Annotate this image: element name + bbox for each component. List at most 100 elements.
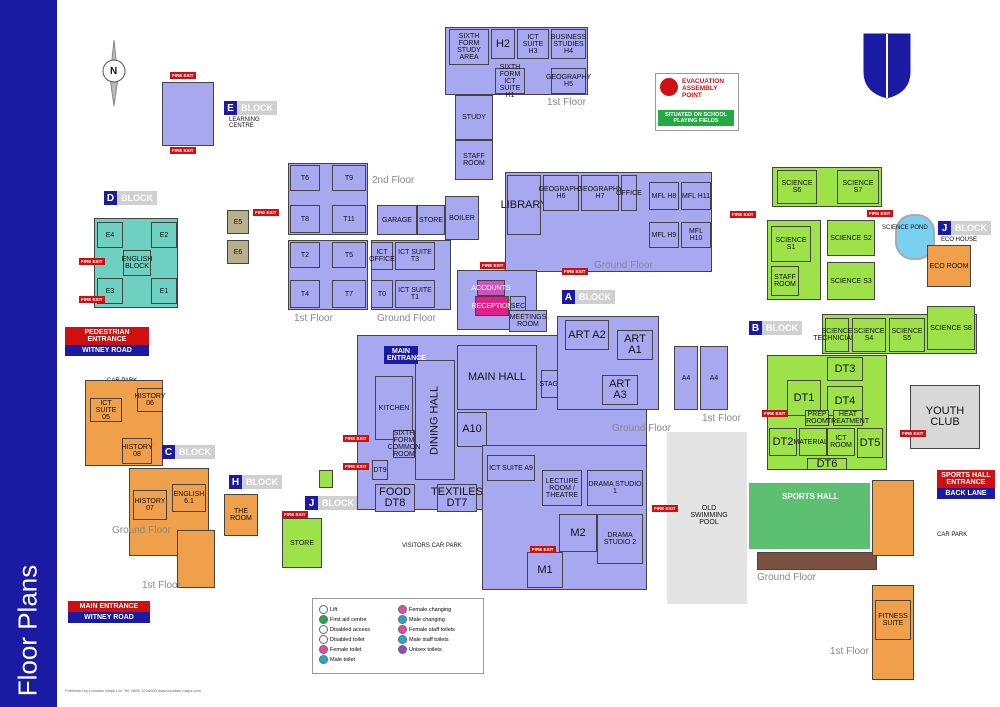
male-changing-icon xyxy=(398,615,407,624)
room-youth-club: YOUTH CLUB xyxy=(910,385,980,449)
room-h10: MFL H10 xyxy=(681,222,711,248)
room-s5: SCIENCE S5 xyxy=(889,318,925,352)
room-e6: E6 xyxy=(227,240,249,264)
room-t1: ICT SUITE T1 xyxy=(395,280,435,308)
legend-label: Female changing xyxy=(409,606,452,613)
room-t4: T4 xyxy=(290,280,320,308)
room-e2: E2 xyxy=(151,222,177,248)
fire-exit-marker: FIRE EXIT xyxy=(343,463,369,470)
room-a9: ICT SUITE A9 xyxy=(487,455,535,481)
room-store-j: STORE xyxy=(282,518,322,568)
room-sci-tech: SCIENCE TECHNICIANS xyxy=(813,318,861,352)
h-block-ground-floor-label: Ground Floor xyxy=(594,260,653,271)
room-kitchen: KITCHEN xyxy=(375,376,413,440)
legend-item: Male changing xyxy=(398,615,445,624)
legend-label: Male changing xyxy=(409,616,445,623)
a-block-ground-floor-label: Ground Floor xyxy=(612,423,671,434)
fire-exit-marker: FIRE EXIT xyxy=(762,410,788,417)
room-t7: T7 xyxy=(332,280,366,308)
room-dt3: DT3 xyxy=(827,357,863,381)
block-j-word: BLOCK xyxy=(318,496,358,510)
room-prep: PREP ROOM xyxy=(805,410,829,426)
block-d-letter: D xyxy=(104,191,117,205)
legend-item: Lift xyxy=(319,605,337,614)
fire-exit-marker: FIRE EXIT xyxy=(170,147,196,154)
room-stage: STAGE xyxy=(539,370,563,398)
fire-exit-marker: FIRE EXIT xyxy=(730,211,756,218)
room-t11: T11 xyxy=(332,205,366,233)
sports-1st-floor-label: 1st Floor xyxy=(830,646,869,657)
old-swimming-pool-label: OLD SWIMMING POOL xyxy=(690,505,728,526)
legend-item: Disabled access xyxy=(319,625,370,634)
room-s7: SCIENCE S7 xyxy=(837,170,879,204)
legend-label: Lift xyxy=(330,606,338,613)
legend-label: Female staff toilets xyxy=(409,626,456,633)
female-toilet-icon xyxy=(319,645,328,654)
block-c-word: BLOCK xyxy=(175,445,215,459)
block-b-letter: B xyxy=(749,321,762,335)
block-e-word: BLOCK xyxy=(237,101,277,115)
room-dt7: TEXTILES DT7 xyxy=(431,484,483,512)
room-dining-hall: DINING HALL xyxy=(415,360,455,480)
h-block-1st-floor-label: 1st Floor xyxy=(547,97,586,108)
main-entrance-marker-label: MAIN ENTRANCE xyxy=(387,348,426,362)
room-drama-1: DRAMA STUDIO 1 xyxy=(587,470,643,506)
room-e4: E4 xyxy=(97,222,123,248)
room-main-hall: MAIN HALL xyxy=(457,345,537,410)
room-dt6: DT6 xyxy=(807,458,847,470)
room-sixth-common: SIXTH FORM COMMON ROOM xyxy=(387,430,421,458)
fire-exit-marker: FIRE EXIT xyxy=(562,268,588,275)
room-staff-room: STAFF ROOM xyxy=(455,140,493,180)
assembly-point-icon xyxy=(660,78,678,96)
fire-exit-marker: FIRE EXIT xyxy=(652,505,678,512)
room-a10: A10 xyxy=(457,412,487,447)
room-library: LIBRARY xyxy=(501,175,547,235)
room-accounts: ACCOUNTS xyxy=(471,280,511,296)
room-a4-left: A4 xyxy=(674,346,698,410)
block-d-word: BLOCK xyxy=(117,191,157,205)
disabled-access-icon xyxy=(319,625,328,634)
sidebar-title: Floor Plans xyxy=(8,560,48,700)
legend-item: Male toilet xyxy=(319,655,355,664)
room-t2: T2 xyxy=(290,242,320,268)
male-toilet-icon xyxy=(319,655,328,664)
room-ict-05: ICT SUITE 05 xyxy=(90,398,122,422)
block-j-letter: J xyxy=(305,496,318,510)
sports-entrance-road-label: BACK LANE xyxy=(937,488,995,499)
room-lecture-theatre: LECTURE ROOM / THEATRE xyxy=(542,470,582,506)
block-h-letter: H xyxy=(229,475,242,489)
english-block-label: ENGLISH BLOCK xyxy=(122,250,152,276)
room-t0: T0 xyxy=(371,280,393,308)
room-a4-right: A4 xyxy=(700,346,728,410)
visitors-car-park-label: VISITORS CAR PARK xyxy=(402,543,462,549)
room-e5: E5 xyxy=(227,210,249,234)
room-the-room: THE ROOM xyxy=(224,494,258,536)
fire-exit-marker: FIRE EXIT xyxy=(282,511,308,518)
room-store-garage: STORE xyxy=(417,205,445,235)
room-history-06: HISTORY 06 xyxy=(135,388,166,412)
legend-item: Female staff toilets xyxy=(398,625,455,634)
block-j-eco-letter: J xyxy=(938,221,951,235)
main-entrance-label: MAIN ENTRANCE xyxy=(68,601,150,612)
room-h11: MFL H11 xyxy=(681,182,711,210)
c-block-1st-floor-label: 1st Floor xyxy=(142,580,181,591)
j-block-small-store xyxy=(319,470,333,488)
fire-exit-marker: FIRE EXIT xyxy=(900,430,926,437)
room-boiler: BOILER xyxy=(445,196,479,240)
main-entrance-sign: MAIN ENTRANCE WITNEY ROAD xyxy=(68,601,150,623)
fire-exit-marker: FIRE EXIT xyxy=(480,262,506,269)
room-materials: MATERIALS xyxy=(793,428,833,456)
room-h2: H2 xyxy=(491,29,515,59)
legend-item: Disabled toilet xyxy=(319,635,365,644)
first-aid-icon xyxy=(319,615,328,624)
room-t9: T9 xyxy=(332,165,366,191)
t-block-ground-floor-label: Ground Floor xyxy=(377,313,436,324)
room-h4: BUSINESS STUDIES H4 xyxy=(551,29,586,59)
room-h1: SIXTH FORM ICT SUITE H1 xyxy=(495,64,525,99)
